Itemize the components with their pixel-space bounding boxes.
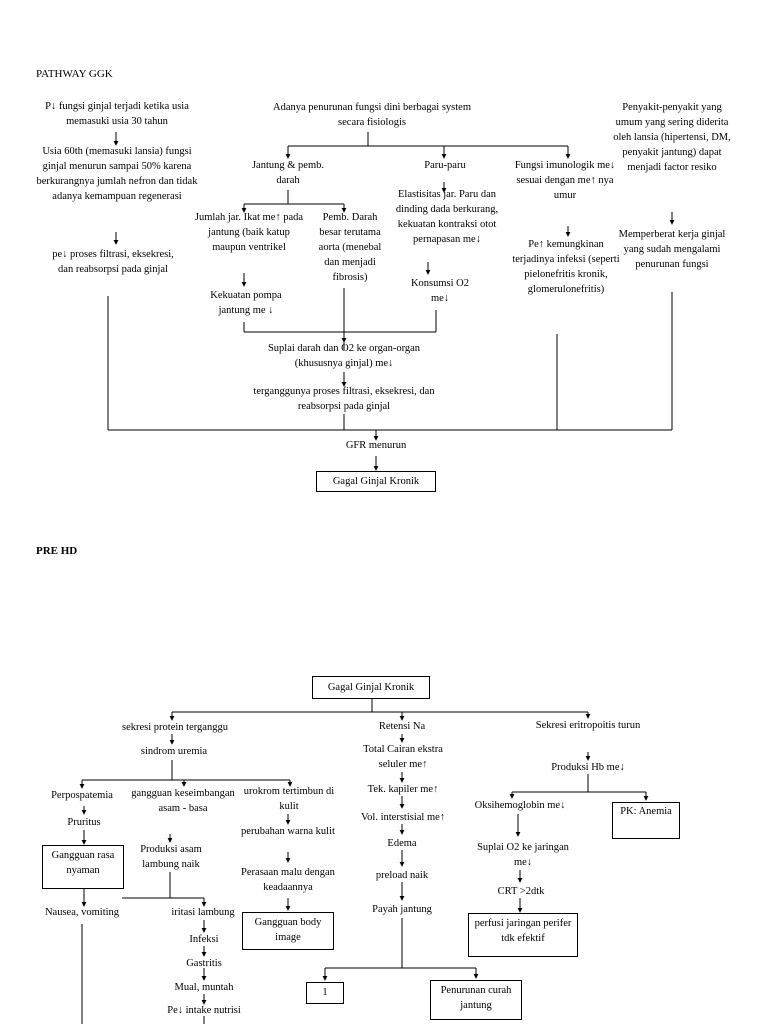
infeksi-node: Infeksi — [189, 934, 219, 945]
left-node-2: Usia 60th (memasuki lansia) fungsi ginja… — [36, 146, 198, 202]
pathway-title: PATHWAY GGK — [36, 68, 113, 80]
kekuatan-pompa-node: Kekuatan pompa jantung me ↓ — [210, 290, 282, 316]
sekresi-protein-node: sekresi protein terganggu — [122, 722, 228, 733]
suplai-o2-node: Suplai O2 ke jaringan me↓ — [477, 842, 569, 868]
imun-header: Fungsi imunologik me↓ sesuai dengan me↑ … — [514, 160, 616, 201]
iritasi-lambung-node: iritasi lambung — [171, 907, 235, 918]
pk-anemia-box: PK: Anemia — [612, 802, 680, 839]
tek-kapiler-node: Tek. kapiler me↑ — [367, 784, 439, 795]
produksi-asam-node: Produksi asam lambung naik — [140, 844, 202, 870]
jantung-header: Jantung & pemb. darah — [251, 160, 325, 186]
edema-node: Edema — [387, 838, 417, 849]
preload-node: preload naik — [375, 870, 429, 881]
jantung-left-node: Jumlah jar. Ikat me↑ pada jantung (baik … — [194, 212, 304, 253]
nausea-node: Nausea, vomiting — [44, 907, 120, 918]
perpospatemia-node: Perpospatemia — [51, 790, 113, 801]
retensi-na-node: Retensi Na — [378, 721, 426, 732]
paru-header: Paru-paru — [424, 160, 466, 171]
terganggu-node: terganggunya proses filtrasi, eksekresi,… — [253, 386, 435, 412]
right-node-2: Memperberat kerja ginjal yang sudah meng… — [618, 229, 726, 270]
sekresi-eritro-node: Sekresi eritropoitis turun — [535, 720, 641, 731]
connector-1-box: 1 — [306, 982, 344, 1004]
perubahan-warna-node: perubahan warna kulit — [241, 826, 335, 837]
paru-node-2: Konsumsi O2 me↓ — [410, 278, 470, 304]
ggk-box: Gagal Ginjal Kronik — [316, 471, 436, 492]
urokrom-node: urokrom tertimbun di kulit — [243, 786, 335, 812]
pruritus-node: Pruritus — [67, 817, 101, 828]
asam-basa-node: gangguan keseimbangan asam - basa — [131, 788, 235, 814]
payah-jantung-node: Payah jantung — [372, 904, 432, 915]
gfr-node: GFR menurun — [345, 440, 407, 451]
vol-interstisial-node: Vol. interstisial me↑ — [360, 812, 446, 823]
center-top-node: Adanya penurunan fungsi dini berbagai sy… — [273, 102, 471, 128]
perfusi-jaringan-box: perfusi jaringan perifer tdk efektif — [468, 913, 578, 957]
left-node-1: P↓ fungsi ginjal terjadi ketika usia mem… — [45, 101, 189, 127]
imun-node-1: Pe↑ kemungkinan terjadinya infeksi (sepe… — [512, 239, 620, 295]
pre-hd-title: PRE HD — [36, 545, 78, 557]
suplai-node: Suplai darah dan O2 ke organ-organ (khus… — [267, 343, 421, 369]
intake-nutrisi-node: Pe↓ intake nutrisi — [167, 1005, 241, 1016]
gangguan-rasa-nyaman-box: Gangguan rasa nyaman — [42, 845, 124, 889]
penurunan-curah-jantung-box: Penurunan curah jantung — [430, 980, 522, 1020]
sindrom-uremia-node: sindrom uremia — [140, 746, 208, 757]
gangguan-body-image-box: Gangguan body image — [242, 912, 334, 950]
right-node-1: Penyakit-penyakit yang umum yang sering … — [613, 102, 731, 173]
paru-node-1: Elastisitas jar. Paru dan dinding dada b… — [395, 189, 499, 245]
gastritis-node: Gastritis — [186, 958, 222, 969]
pre-hd-top-box: Gagal Ginjal Kronik — [312, 676, 430, 699]
crt-node: CRT >2dtk — [497, 886, 545, 897]
perasaan-malu-node: Perasaan malu dengan keadaannya — [241, 867, 335, 893]
mual-muntah-node: Mual, muntah — [174, 982, 234, 993]
total-cairan-node: Total Cairan ekstra seluler me↑ — [363, 744, 443, 770]
jantung-right-node: Pemb. Darah besar terutama aorta (meneba… — [318, 212, 382, 283]
oksihemoglobin-node: Oksihemoglobin me↓ — [474, 800, 566, 811]
left-node-3: pe↓ proses filtrasi, eksekresi, dan reab… — [52, 249, 174, 275]
produksi-hb-node: Produksi Hb me↓ — [551, 762, 625, 773]
